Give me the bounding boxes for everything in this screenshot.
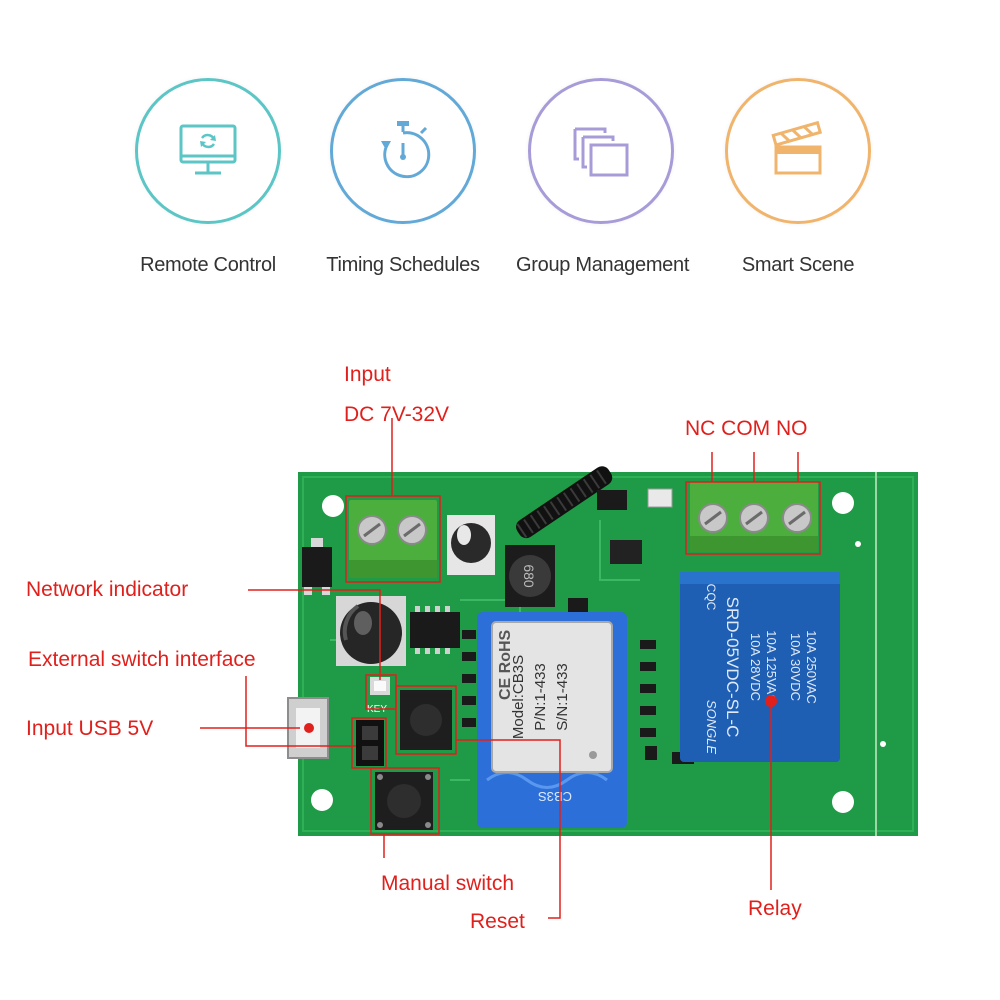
manual-switch-button [375, 772, 433, 830]
mounting-hole [311, 789, 333, 811]
callout-input-usb: Input USB 5V [26, 717, 154, 740]
capacitor [447, 515, 495, 575]
inductor-label: 680 [521, 564, 537, 588]
callout-manual-switch: Manual switch [381, 872, 515, 895]
feature-label: Timing Schedules [326, 254, 480, 276]
features-row: Remote Control Timing Schedules Group Ma [0, 0, 1000, 300]
feature-label: Group Management [516, 254, 690, 276]
relay-rating: 10A 28VDC [748, 633, 763, 701]
relay-terminal-block [690, 482, 818, 552]
feature-ring [528, 78, 674, 224]
stacked-windows-icon [573, 127, 629, 177]
feature-smart-scene: Smart Scene [713, 78, 883, 277]
mounting-hole [832, 492, 854, 514]
mounting-hole [322, 495, 344, 517]
relay: 10A 250VAC 10A 30VDC 10A 125VAC 10A 28VD… [680, 572, 840, 762]
coil-antenna [516, 466, 613, 539]
module-model: Model:CB3S [510, 655, 527, 739]
relay-rating: 10A 125VAC [764, 630, 779, 703]
relay-cqc: CQC [704, 584, 718, 611]
relay-model: SRD-05VDC-SL-C [723, 597, 742, 738]
feature-timing-schedules: Timing Schedules [318, 78, 488, 277]
capacitor [336, 596, 406, 666]
module-sn: S/N:1-433 [554, 663, 571, 731]
relay-board: 680 CB3S Model:CB3S P [200, 418, 918, 919]
input-terminal-block [349, 500, 437, 578]
feature-ring [135, 78, 281, 224]
callout-input-voltage: DC 7V-32V [344, 403, 450, 426]
feature-label: Remote Control [140, 254, 276, 276]
feature-label: Smart Scene [741, 254, 855, 276]
module-pn: P/N:1-433 [532, 663, 549, 731]
feature-ring [330, 78, 476, 224]
callout-reset: Reset [470, 910, 525, 933]
clapperboard-icon [771, 120, 823, 175]
board-diagram: 680 CB3S Model:CB3S P [0, 300, 1000, 1000]
cb3s-wifi-module: CB3S Model:CB3S P/N:1-433 S/N:1-433 CE R… [477, 612, 627, 828]
monitor-refresh-icon [179, 124, 237, 175]
feature-ring [725, 78, 871, 224]
relay-rating: 10A 250VAC [804, 630, 819, 703]
relay-rating: 10A 30VDC [788, 633, 803, 701]
mounting-hole [832, 791, 854, 813]
antenna-label: CB3S [538, 789, 572, 804]
callout-input: Input [344, 363, 391, 386]
inductor: 680 [505, 545, 555, 607]
relay-brand: SONGLE [704, 700, 719, 755]
feature-group-management: Group Management [516, 78, 690, 277]
stopwatch-icon [381, 121, 431, 179]
reset-button [400, 690, 452, 750]
callout-external-switch: External switch interface [28, 648, 256, 671]
feature-remote-control: Remote Control [123, 78, 293, 277]
callout-network-indicator: Network indicator [26, 578, 189, 601]
callout-relay: Relay [748, 897, 802, 920]
callout-lines [200, 418, 821, 919]
callout-relay-terminals: NC COM NO [685, 417, 808, 440]
svg-text:CE RoHS: CE RoHS [497, 629, 514, 700]
